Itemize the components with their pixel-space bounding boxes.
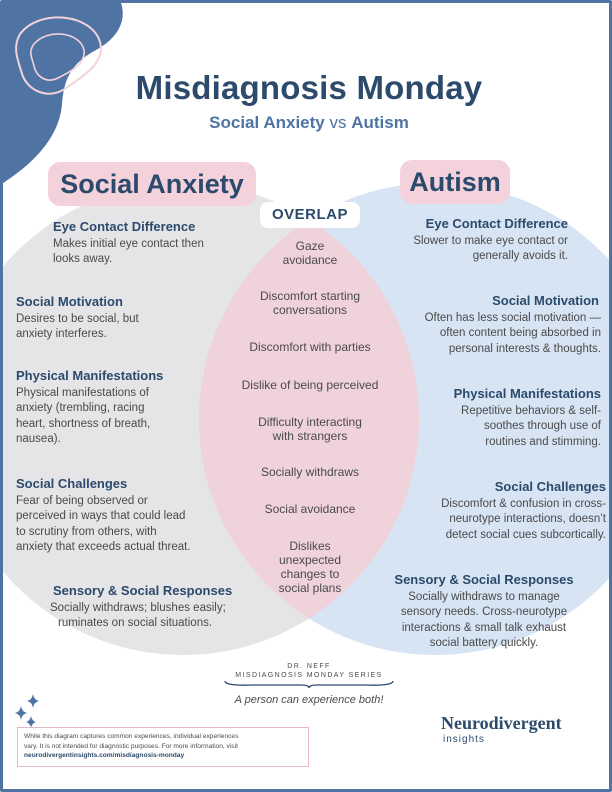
social-anxiety-heading: Social Anxiety [48,162,256,206]
subtitle-right: Autism [351,113,409,132]
right-sensory-social: Sensory & Social Responses Socially with… [373,572,595,652]
section-heading: Sensory & Social Responses [53,583,233,598]
section-line: heart, shortness of breath, [16,417,151,430]
section-line: Slower to make eye contact or [413,234,568,247]
left-physical-manifestations: Physical Manifestations Physical manifes… [16,368,216,448]
overlap-line: Difficulty interacting [258,415,362,429]
section-heading: Eye Contact Difference [53,219,196,234]
brand-tagline: insights [443,734,485,745]
section-line: detect social cues subcortically. [445,528,606,541]
section-line: Fear of being observed or [16,494,148,507]
section-line: Physical manifestations of [16,386,149,399]
left-eye-contact: Eye Contact Difference Makes initial eye… [53,219,253,268]
section-line: nausea). [16,433,61,445]
right-eye-contact: Eye Contact Difference Slower to make ey… [375,216,568,265]
section-line: neurotype interactions, doesn’t [449,513,606,525]
section-line: anxiety (trembling, racing [16,402,145,414]
section-line: Often has less social motivation — [424,311,601,324]
section-line: anxiety that exceeds actual threat. [16,541,191,553]
section-line: to scrutiny from others, with [16,525,157,538]
left-social-motivation: Social Motivation Desires to be social, … [16,294,216,343]
section-line: ruminates on social situations. [58,617,213,629]
overlap-item: Social avoidance [225,502,395,516]
both-note: A person can experience both! [234,694,384,706]
overlap-line: Dislike of being perceived [241,378,379,392]
section-line: looks away. [53,253,113,265]
section-line: generally avoids it. [472,250,568,262]
section-line: Socially withdraws; blushes easily; [50,601,226,614]
section-line: Discomfort & confusion in cross- [441,497,606,510]
autism-heading: Autism [400,160,510,204]
section-heading: Sensory & Social Responses [394,572,574,587]
section-line: personal interests & thoughts. [448,342,601,355]
section-heading: Social Challenges [494,479,606,494]
section-heading: Social Motivation [16,294,123,309]
brand-logo: Neurodivergent insights [441,713,601,745]
overlap-heading: OVERLAP [260,202,360,228]
left-sensory-social: Sensory & Social Responses Socially with… [50,583,255,632]
left-social-challenges: Social Challenges Fear of being observed… [16,476,231,556]
section-heading: Eye Contact Difference [425,216,568,231]
corner-decoration [3,3,123,184]
venn-diagram [3,183,609,655]
section-line: perceived in ways that could lead [16,510,186,522]
credit-author: DR. NEFF [287,663,331,670]
subtitle-vs: vs [329,113,347,132]
overlap-line: conversations [272,303,348,317]
overlap-line: Discomfort with parties [249,340,371,354]
overlap-item: Socially withdraws [225,465,395,479]
disclaimer-line: vary. It is not intended for diagnostic … [24,742,238,750]
overlap-line: Discomfort starting [259,289,361,303]
right-social-challenges: Social Challenges Discomfort & confusion… [393,479,606,543]
section-line: often content being absorbed in [439,327,601,339]
section-line: routines and stimming. [485,435,601,448]
overlap-line: social plans [278,581,342,595]
overlap-item: Difficulty interacting with strangers [225,415,395,443]
subtitle-left: Social Anxiety [209,113,325,132]
overlap-line: changes to [280,567,340,581]
section-line: social battery quickly. [429,637,539,649]
overlap-line: Socially withdraws [260,465,360,479]
overlap-line: avoidance [282,253,338,267]
section-heading: Physical Manifestations [16,368,164,383]
section-line: Socially withdraws to manage [408,590,560,603]
right-physical-manifestations: Physical Manifestations Repetitive behav… [393,386,601,450]
right-social-motivation: Social Motivation Often has less social … [383,293,601,357]
overlap-item: Dislike of being perceived [225,378,395,392]
section-line: interactions & small talk exhaust [401,621,567,634]
overlap-line: Gaze [295,239,325,253]
page-subtitle: Social Anxiety vs Autism [3,113,609,133]
section-line: Repetitive behaviors & self- [461,404,601,417]
sparkle-icon [15,694,39,728]
section-line: Desires to be social, but [16,312,139,325]
section-line: Makes initial eye contact then [53,237,204,250]
section-heading: Physical Manifestations [453,386,601,401]
overlap-item: Dislikes unexpected changes to social pl… [225,539,395,595]
brace-decoration [224,680,394,689]
disclaimer-line: While this diagram captures common exper… [24,733,239,740]
section-line: anxiety interferes. [16,328,107,340]
section-heading: Social Motivation [492,293,599,308]
disclaimer-box: While this diagram captures common exper… [17,727,309,767]
overlap-item: Discomfort starting conversations [225,289,395,317]
disclaimer-link[interactable]: neurodivergentinsights.com/misdiagnosis-… [24,752,185,759]
series-credit: DR. NEFF MISDIAGNOSIS MONDAY SERIES [213,662,405,680]
section-heading: Social Challenges [16,476,128,491]
overlap-line: Social avoidance [264,502,356,516]
brand-name: Neurodivergent [441,713,562,733]
overlap-line: Dislikes [289,539,331,553]
credit-series: MISDIAGNOSIS MONDAY SERIES [235,672,383,679]
overlap-item: Discomfort with parties [225,340,395,354]
overlap-item: Gaze avoidance [225,239,395,267]
section-line: soothes through use of [484,420,601,432]
section-line: sensory needs. Cross-neurotype [400,606,568,618]
overlap-line: with strangers [272,429,348,443]
overlap-line: unexpected [278,553,342,567]
overlap-region [199,183,419,655]
page-title: Misdiagnosis Monday [135,69,483,106]
